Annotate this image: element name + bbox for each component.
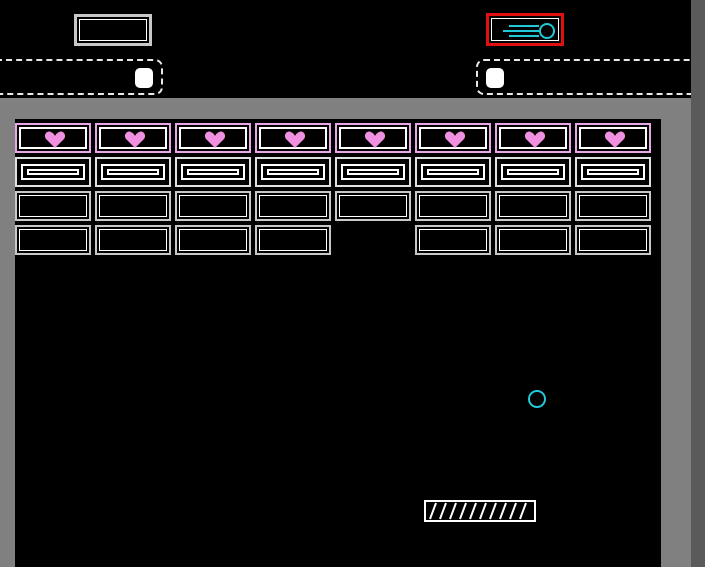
metal-brick [415, 157, 491, 187]
plain-brick [415, 225, 491, 255]
metal-brick [575, 157, 651, 187]
metal-brick [495, 157, 571, 187]
heart-brick [95, 123, 171, 153]
metal-brick [335, 157, 411, 187]
paddle[interactable] [424, 500, 536, 522]
metal-brick [95, 157, 171, 187]
heart-icon [364, 131, 386, 148]
right-wall [661, 98, 691, 567]
plain-brick [95, 191, 171, 221]
heart-brick [575, 123, 651, 153]
ball [528, 390, 546, 408]
plain-brick [335, 191, 411, 221]
right-meter-knob [486, 68, 504, 88]
heart-brick [415, 123, 491, 153]
plain-brick [255, 191, 331, 221]
heart-icon [204, 131, 226, 148]
heart-brick [335, 123, 411, 153]
plain-brick [495, 191, 571, 221]
plain-brick [15, 225, 91, 255]
plain-brick [15, 191, 91, 221]
plain-brick [175, 225, 251, 255]
heart-brick [255, 123, 331, 153]
plain-brick [575, 225, 651, 255]
speed-ball-icon [503, 23, 555, 39]
left-meter-knob [135, 68, 153, 88]
powerup-indicator [486, 13, 564, 46]
screen-edge [691, 0, 705, 567]
plain-brick [175, 191, 251, 221]
life-slot [74, 14, 152, 46]
plain-brick [95, 225, 171, 255]
heart-brick [175, 123, 251, 153]
heart-icon [604, 131, 626, 148]
heart-icon [444, 131, 466, 148]
heart-icon [44, 131, 66, 148]
plain-brick [415, 191, 491, 221]
right-meter [476, 59, 705, 95]
heart-icon [124, 131, 146, 148]
left-wall [0, 98, 15, 567]
heart-brick [15, 123, 91, 153]
metal-brick [255, 157, 331, 187]
heart-brick [495, 123, 571, 153]
top-wall [0, 98, 705, 119]
plain-brick [495, 225, 571, 255]
metal-brick [175, 157, 251, 187]
left-meter [0, 59, 163, 95]
heart-icon [524, 131, 546, 148]
plain-brick [575, 191, 651, 221]
metal-brick [15, 157, 91, 187]
plain-brick [255, 225, 331, 255]
heart-icon [284, 131, 306, 148]
